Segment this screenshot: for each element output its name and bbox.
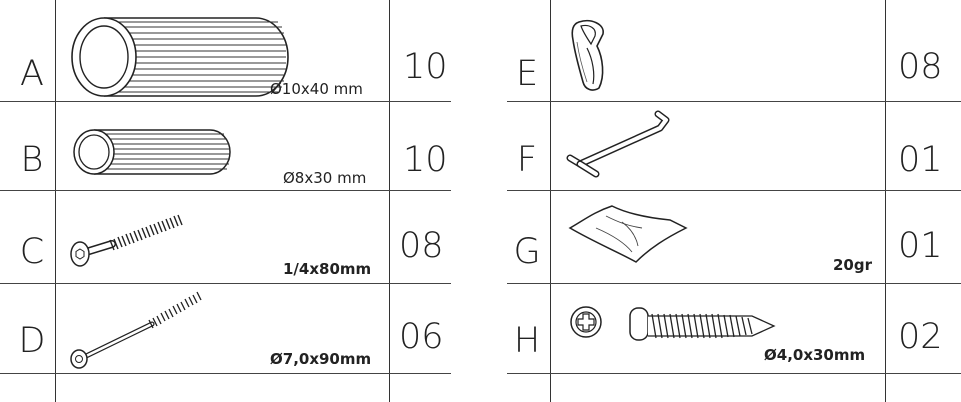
row-divider — [507, 101, 961, 102]
part-size: Ø10x40 mm — [270, 80, 363, 98]
part-quantity: 01 — [898, 140, 943, 180]
column-divider — [550, 0, 551, 402]
connector-bolt-icon — [70, 214, 183, 267]
part-quantity: 06 — [399, 317, 444, 357]
column-divider — [55, 0, 56, 402]
part-quantity: 10 — [403, 47, 448, 87]
part-quantity: 08 — [399, 226, 444, 266]
row-divider — [507, 373, 961, 374]
row-divider — [0, 190, 451, 191]
row-divider — [507, 190, 961, 191]
row-divider — [0, 373, 451, 374]
column-divider — [389, 0, 390, 402]
part-size: Ø4,0x30mm — [764, 346, 866, 364]
part-letter: A — [20, 54, 44, 94]
part-letter: E — [515, 54, 539, 94]
fluted-dowel-small-icon — [73, 129, 231, 175]
part-letter: H — [513, 321, 541, 361]
part-quantity: 10 — [403, 140, 448, 180]
part-size: 1/4x80mm — [283, 260, 372, 278]
part-letter: D — [18, 321, 46, 361]
glue-sachet-icon — [568, 205, 688, 263]
long-bolt-icon — [70, 291, 202, 369]
part-size: Ø7,0x90mm — [270, 350, 372, 368]
row-divider — [0, 283, 451, 284]
row-divider — [0, 101, 451, 102]
column-divider — [885, 0, 886, 402]
shelf-clip-icon — [571, 19, 604, 91]
part-size: 20gr — [833, 256, 873, 274]
part-quantity: 08 — [898, 47, 943, 87]
fluted-dowel-large-icon — [71, 17, 289, 97]
part-letter: B — [20, 140, 44, 180]
allen-key-icon — [566, 110, 670, 178]
phillips-screw-icon — [570, 306, 776, 341]
part-quantity: 01 — [898, 226, 943, 266]
part-quantity: 02 — [898, 317, 943, 357]
part-letter: C — [19, 232, 45, 272]
part-letter: G — [513, 232, 541, 272]
part-size: Ø8x30 mm — [283, 169, 367, 187]
row-divider — [507, 283, 961, 284]
part-letter: F — [516, 140, 538, 180]
